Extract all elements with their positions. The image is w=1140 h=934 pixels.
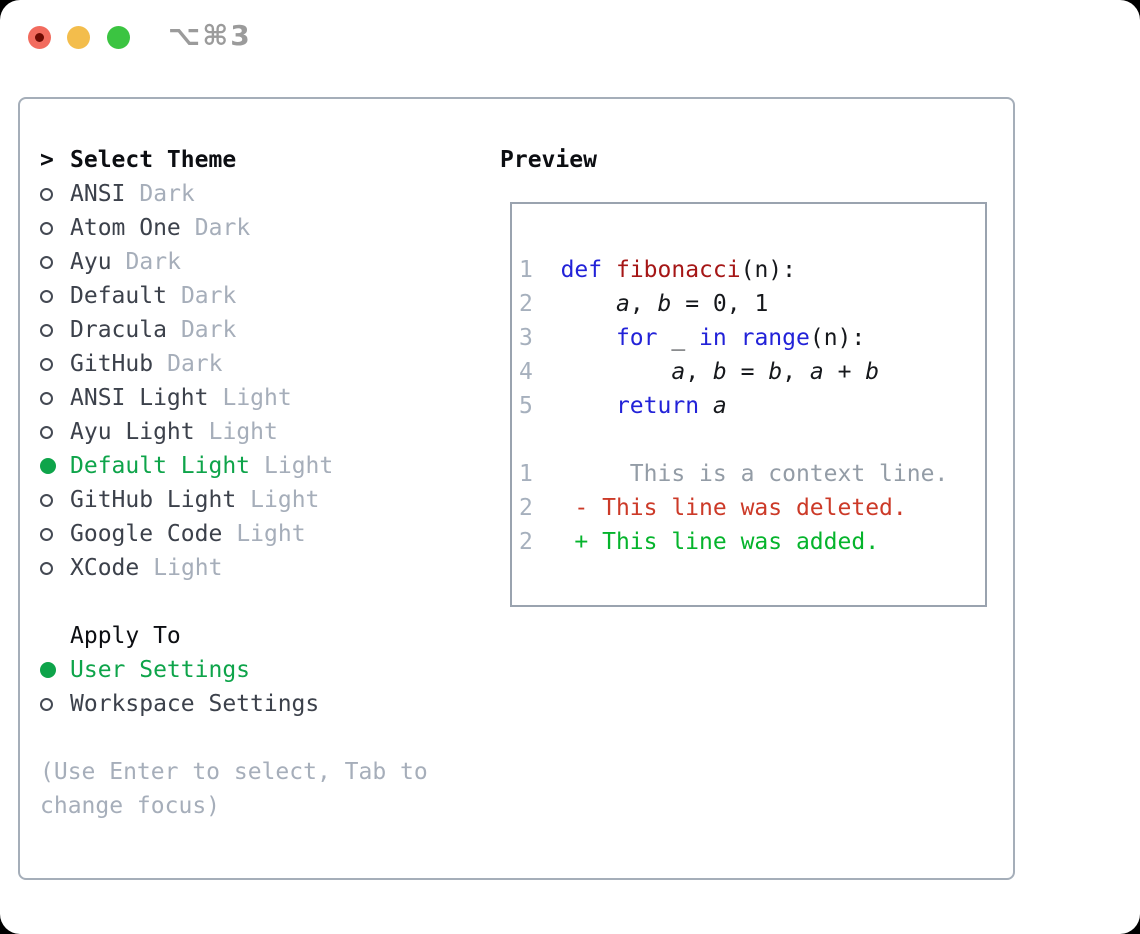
apply-option-user-settings[interactable]: User Settings <box>40 653 428 687</box>
theme-variant-label: Light <box>236 521 306 547</box>
spacer <box>40 721 428 755</box>
preview-title: Preview <box>500 147 597 173</box>
code-line: 4 a, b = b, a + b <box>519 359 880 385</box>
close-icon[interactable] <box>28 26 51 49</box>
theme-variant-label: Light <box>153 555 223 581</box>
radio-icon <box>40 493 53 507</box>
radio-icon <box>40 527 53 541</box>
radio-selected-icon <box>40 662 56 678</box>
theme-name: ANSI Light <box>70 385 209 411</box>
code-line-blank <box>519 423 985 457</box>
radio-icon <box>40 561 53 575</box>
theme-option-default-dark[interactable]: Default Dark <box>40 279 428 313</box>
focus-caret-icon: > <box>40 147 54 173</box>
theme-option-ayu-light-light[interactable]: Ayu Light Light <box>40 415 428 449</box>
theme-variant-label: Light <box>208 419 278 445</box>
select-theme-header: > Select Theme <box>40 143 428 177</box>
window-title: ⌥⌘3 <box>168 19 252 52</box>
radio-icon <box>40 357 53 371</box>
theme-option-github-dark[interactable]: GitHub Dark <box>40 347 428 381</box>
theme-name: Dracula <box>70 317 167 343</box>
line-number: 4 <box>519 359 533 385</box>
theme-option-xcode-light[interactable]: XCode Light <box>40 551 428 585</box>
apply-to-title: Apply To <box>70 623 181 649</box>
select-theme-title: Select Theme <box>70 147 237 173</box>
theme-name: GitHub Light <box>70 487 237 513</box>
help-text-line: change focus) <box>40 793 221 819</box>
theme-variant-label: Light <box>222 385 292 411</box>
code-line: 2 - This line was deleted. <box>519 495 907 521</box>
theme-name: ANSI <box>70 181 126 207</box>
line-number: 2 <box>519 529 533 555</box>
code-line: 1 This is a context line. <box>519 461 949 487</box>
code-line: 2 + This line was added. <box>519 529 880 555</box>
help-text: (Use Enter to select, Tab to change focus… <box>40 755 428 823</box>
line-number: 1 <box>519 461 533 487</box>
line-number: 2 <box>519 495 533 521</box>
line-number: 5 <box>519 393 533 419</box>
help-text-line: (Use Enter to select, Tab to <box>40 759 428 785</box>
code-line: 5 return a <box>519 393 727 419</box>
record-dot-icon <box>35 33 44 42</box>
radio-icon <box>40 255 53 269</box>
theme-name: Default Light <box>70 453 251 479</box>
theme-variant-label: Dark <box>180 317 237 343</box>
radio-selected-icon <box>40 458 56 474</box>
theme-name: Google Code <box>70 521 223 547</box>
theme-name: XCode <box>70 555 140 581</box>
line-number: 1 <box>519 257 533 283</box>
theme-variant-label: Light <box>250 487 320 513</box>
theme-option-ansi-dark[interactable]: ANSI Dark <box>40 177 428 211</box>
radio-icon <box>40 391 53 405</box>
titlebar: ⌥⌘3 <box>0 0 1140 74</box>
theme-name: Ayu Light <box>70 419 195 445</box>
radio-icon <box>40 323 53 337</box>
theme-variant-label: Dark <box>194 215 251 241</box>
code-line: 3 for _ in range(n): <box>519 325 866 351</box>
spacer <box>40 585 428 619</box>
theme-variant-label: Dark <box>139 181 195 207</box>
theme-option-dracula-dark[interactable]: Dracula Dark <box>40 313 428 347</box>
theme-variant-label: Dark <box>125 249 181 275</box>
code-line: 1 def fibonacci(n): <box>519 257 796 283</box>
theme-option-ansi-light-light[interactable]: ANSI Light Light <box>40 381 428 415</box>
code-line: 2 a, b = 0, 1 <box>519 291 769 317</box>
theme-name: Default <box>70 283 167 309</box>
theme-name: Atom One <box>70 215 181 241</box>
radio-icon <box>40 289 53 303</box>
apply-option-workspace-settings[interactable]: Workspace Settings <box>40 687 428 721</box>
theme-name: GitHub <box>70 351 154 377</box>
radio-icon <box>40 697 53 711</box>
theme-option-ayu-dark[interactable]: Ayu Dark <box>40 245 428 279</box>
preview-pane: 1 def fibonacci(n): 2 a, b = 0, 1 3 for _ … <box>510 202 987 607</box>
theme-variant-label: Dark <box>167 351 223 377</box>
code-line-blank <box>519 559 985 593</box>
theme-option-github-light-light[interactable]: GitHub Light Light <box>40 483 428 517</box>
line-number: 2 <box>519 291 533 317</box>
theme-variant-label: Light <box>264 453 334 479</box>
radio-icon <box>40 187 53 201</box>
apply-option-label: User Settings <box>70 657 251 683</box>
zoom-icon[interactable] <box>107 26 130 49</box>
apply-option-label: Workspace Settings <box>70 691 320 717</box>
code-line-blank <box>519 219 985 253</box>
theme-option-default-light-light[interactable]: Default Light Light <box>40 449 428 483</box>
theme-variant-label: Dark <box>180 283 237 309</box>
theme-name: Ayu <box>70 249 112 275</box>
radio-icon <box>40 221 53 235</box>
apply-to-header: Apply To <box>40 619 428 653</box>
preview-code: 1 def fibonacci(n): 2 a, b = 0, 1 3 for _ … <box>519 219 985 593</box>
theme-option-atom-one-dark[interactable]: Atom One Dark <box>40 211 428 245</box>
minimize-icon[interactable] <box>67 26 90 49</box>
line-number: 3 <box>519 325 533 351</box>
radio-icon <box>40 425 53 439</box>
theme-option-google-code-light[interactable]: Google Code Light <box>40 517 428 551</box>
